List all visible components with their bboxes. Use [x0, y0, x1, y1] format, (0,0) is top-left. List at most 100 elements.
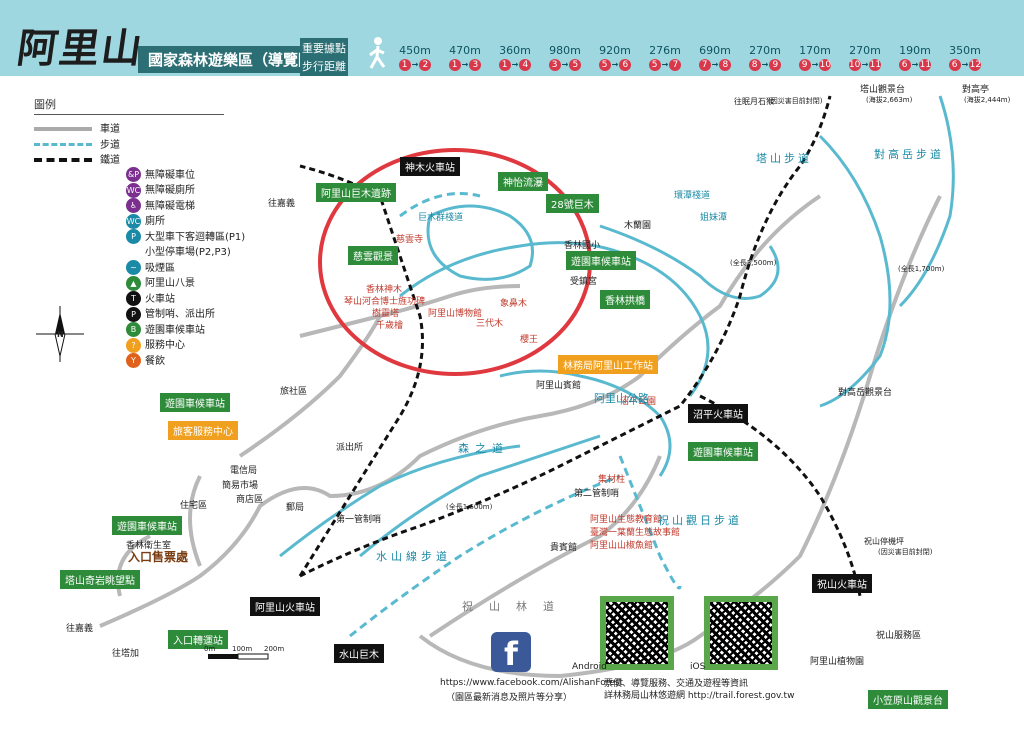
label-shenmu-station: 神木火車站	[400, 157, 460, 176]
label-shuishan-tree: 水山巨木	[334, 644, 384, 663]
accessible-elevator-icon: ♿	[126, 198, 141, 213]
smoking-icon: ~	[126, 260, 141, 275]
distance-value: 350m	[949, 44, 981, 57]
label-ciyun: 慈雲觀景	[348, 246, 398, 265]
label-giant-tree-site: 阿里山巨木遺跡	[316, 183, 396, 202]
point-number: 2	[419, 59, 432, 71]
legend-row: 鐵道	[34, 151, 120, 166]
point-number: 8	[748, 59, 761, 71]
distance-pair: 5→7	[642, 59, 688, 71]
label-chinrui: 琴山河合博士旌功碑	[344, 297, 426, 307]
label-shuttle-visitor: 遊園車候車站	[160, 393, 230, 412]
label-duigao-deck: 對高岳觀景台	[838, 388, 893, 398]
distance-value: 170m	[799, 44, 831, 57]
ios-qr-code[interactable]	[704, 596, 778, 670]
distance-pair: 1→2	[392, 59, 438, 71]
label-ticket-office: 入口售票處	[128, 550, 189, 564]
distance-value: 920m	[599, 44, 631, 57]
scale-100: 100m	[232, 645, 253, 653]
legend-label: 遊園車候車站	[145, 324, 205, 336]
label-sister-pond: 姐妹潭	[700, 213, 728, 223]
distance-pair: 1→3	[442, 59, 488, 71]
distance-pair: 7→8	[692, 59, 738, 71]
point-number: 7	[669, 59, 682, 71]
label-alishan-guesthouse: 阿里山賓館	[536, 381, 582, 391]
label-entrance-station: 入口轉運站	[168, 630, 228, 649]
point-number: 1	[448, 59, 461, 71]
label-third-gen-tree: 三代木	[476, 319, 504, 329]
distance-value: 270m	[749, 44, 781, 57]
legend-row: ▲阿里山八景	[126, 274, 195, 291]
label-market: 簡易市場	[222, 481, 259, 491]
label-ciyun-temple: 慈雲寺	[396, 235, 424, 245]
label-shuttle-zhaoping: 遊園車候車站	[688, 442, 758, 461]
legend-title: 圖例	[34, 96, 224, 115]
legend-row: P 管制哨、派出所	[126, 305, 215, 322]
legend-label: 管制哨、派出所	[145, 309, 215, 320]
label-elephant-tree: 象鼻木	[500, 299, 528, 309]
facebook-note: （園區最新消息及照片等分享）	[446, 693, 573, 703]
legend-label: 大型車下客迴轉區(P1)	[145, 231, 246, 243]
arrow-icon: →	[611, 60, 619, 69]
arrow-icon: →	[411, 60, 419, 69]
distance-value: 190m	[899, 44, 931, 57]
arrow-icon: →	[561, 60, 569, 69]
arrow-icon: →	[511, 60, 519, 69]
label-road-zhushan: 祝山林道	[462, 600, 570, 613]
distance-pair: 6→11	[892, 59, 938, 71]
legend-label: 廁所	[145, 216, 165, 227]
label-crane-cliff: 往眠月石猴	[734, 97, 774, 106]
distance-value: 270m	[849, 44, 881, 57]
scenic-spot-icon: ▲	[126, 275, 141, 291]
info-line-1: 票價、導覽服務、交通及遊程等資訊	[604, 679, 749, 689]
label-duigao-pavilion: 對高亭	[962, 85, 990, 95]
map-canvas	[36, 95, 955, 679]
facebook-icon[interactable]: f	[491, 632, 531, 673]
label-trail-zhushan: 祝山觀日步道	[658, 514, 742, 527]
label-sister-trail: 環潭棧道	[674, 191, 711, 201]
legend-label: 火車站	[145, 293, 175, 305]
distance-value: 276m	[649, 44, 681, 57]
point-number: 7	[698, 59, 711, 71]
legend-label: 無障礙廁所	[145, 185, 195, 196]
legend-label: 鐵道	[100, 155, 120, 166]
point-number: 4	[519, 59, 532, 71]
distance-item: 276m 5→7	[642, 44, 688, 71]
point-number: 3	[469, 59, 482, 71]
hiker-icon	[369, 37, 386, 69]
police-icon: P	[126, 306, 141, 322]
label-trail-tashan: 塔山步道	[756, 152, 812, 165]
label-shop-area: 商店區	[236, 495, 264, 505]
label-police-station: 派出所	[336, 443, 364, 453]
label-xianglin-bridge: 香林拱橋	[600, 290, 650, 309]
facebook-url[interactable]: https://www.facebook.com/AlishanForest	[440, 678, 623, 688]
scale-0: 0m	[204, 645, 216, 653]
android-qr-code[interactable]	[600, 596, 674, 670]
point-number: 3	[548, 59, 561, 71]
distance-item: 450m 1→2	[392, 44, 438, 71]
label-xianglin-school: 香林國小	[564, 241, 601, 251]
distance-value: 450m	[399, 44, 431, 57]
point-number: 6	[948, 59, 961, 71]
legend-row: 步道	[34, 136, 120, 151]
label-second-checkpoint: 第二管制哨	[574, 489, 620, 499]
legend-row: 車道	[34, 120, 120, 135]
arrow-icon: →	[861, 60, 869, 69]
label-visitor-center: 旅客服務中心	[168, 421, 238, 440]
label-to-jiayi-rail: 往嘉義	[268, 199, 296, 209]
road-network	[99, 194, 942, 679]
trail-line-icon	[34, 143, 92, 146]
point-number: 8	[719, 59, 732, 71]
distance-pair: 1→4	[492, 59, 538, 71]
label-forestry-station: 林務局阿里山工作站	[558, 355, 658, 374]
label-crane-closed: (因災害目前封閉)	[768, 97, 823, 105]
ios-label: iOS	[690, 662, 706, 672]
label-tree-28: 28號巨木	[546, 194, 599, 213]
